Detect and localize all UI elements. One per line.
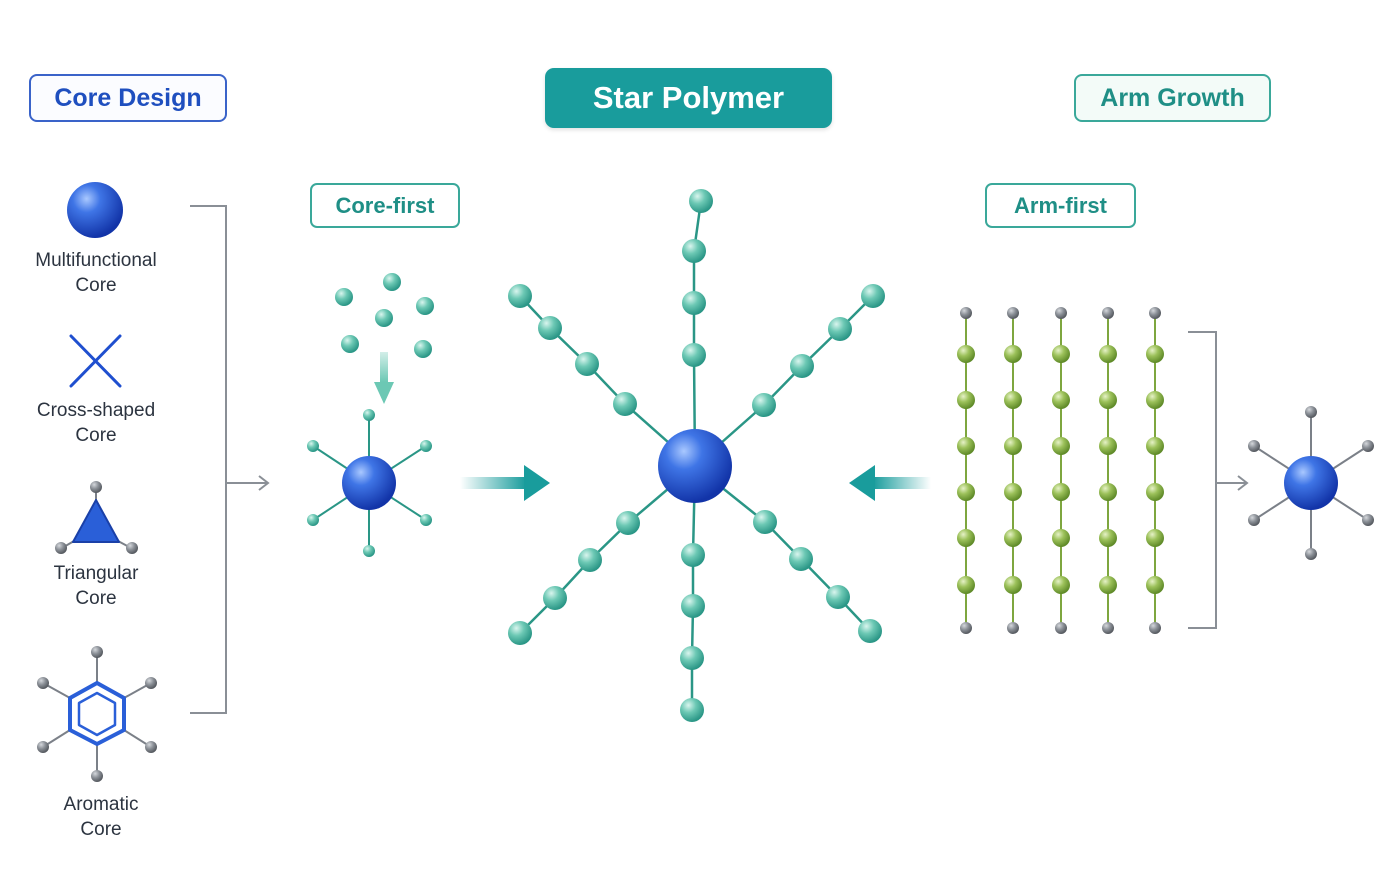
triangular-core-label: Triangular Core [16, 561, 176, 611]
right-bracket [1188, 331, 1249, 629]
arm-growth-header: Arm Growth [1074, 74, 1271, 122]
cross-icon [69, 334, 122, 388]
chain-monomer [1099, 391, 1117, 409]
label-line: Aromatic [63, 794, 139, 815]
chain-monomer [1004, 391, 1022, 409]
benzene-ring-icon [37, 646, 157, 782]
arrow-right-icon [460, 465, 550, 501]
chain-monomer [1004, 437, 1022, 455]
chain-monomer [1052, 483, 1070, 501]
chain-monomer [1099, 437, 1117, 455]
chain-monomer [1052, 576, 1070, 594]
chain-end-group [1149, 622, 1161, 634]
chain-monomer [1052, 345, 1070, 363]
arrow-left-icon [849, 465, 931, 501]
chain-end-group [1149, 307, 1161, 319]
label-line: Core [75, 425, 117, 446]
chain-monomer [1004, 483, 1022, 501]
chain-end-group [1055, 622, 1067, 634]
chain-monomer [1099, 576, 1117, 594]
chain-end-group [1007, 307, 1019, 319]
label-line: Core [75, 588, 117, 609]
multifunctional-core-label: Multifunctional Core [16, 248, 176, 298]
aromatic-core-label: Aromatic Core [21, 792, 181, 842]
small-star-product [1248, 406, 1374, 560]
chain-monomer [1146, 437, 1164, 455]
core-design-header: Core Design [29, 74, 227, 122]
star-polymer-title: Star Polymer [545, 68, 832, 128]
chain-monomer [1099, 529, 1117, 547]
chain-monomer [1052, 391, 1070, 409]
cross-shaped-core-label: Cross-shaped Core [16, 398, 176, 448]
chain-monomer [957, 437, 975, 455]
chain-monomer [1146, 345, 1164, 363]
left-bracket [190, 205, 270, 714]
chain-monomer [1146, 483, 1164, 501]
label-line: Cross-shaped [36, 400, 156, 421]
chain-monomer [1004, 345, 1022, 363]
sphere-icon [67, 182, 123, 238]
chain-end-group [1102, 622, 1114, 634]
chain-monomer [957, 391, 975, 409]
core-first-label: Core-first [310, 183, 460, 228]
label-line: Triangular [53, 563, 139, 584]
small-star-initiator [307, 409, 432, 557]
chain-monomer [1004, 576, 1022, 594]
chain-monomer [957, 576, 975, 594]
chain-monomer [1146, 391, 1164, 409]
chain-end-group [1102, 307, 1114, 319]
linear-arm-chains [957, 307, 1164, 634]
chain-monomer [1052, 437, 1070, 455]
chain-monomer [957, 483, 975, 501]
label-line: Multifunctional [35, 250, 157, 271]
central-star-polymer [508, 189, 885, 722]
chain-monomer [1052, 529, 1070, 547]
arm-first-label: Arm-first [985, 183, 1136, 228]
chain-end-group [960, 622, 972, 634]
chain-monomer [1004, 529, 1022, 547]
free-monomers [335, 273, 434, 358]
chain-end-group [960, 307, 972, 319]
chain-monomer [1099, 483, 1117, 501]
chain-monomer [957, 529, 975, 547]
chain-monomer [1099, 345, 1117, 363]
chain-monomer [957, 345, 975, 363]
chain-monomer [1146, 529, 1164, 547]
triangle-icon [55, 481, 138, 554]
label-line: Core [75, 275, 117, 296]
chain-end-group [1007, 622, 1019, 634]
chain-end-group [1055, 307, 1067, 319]
arrow-down-icon [374, 352, 394, 404]
label-line: Core [80, 819, 122, 840]
chain-monomer [1146, 576, 1164, 594]
